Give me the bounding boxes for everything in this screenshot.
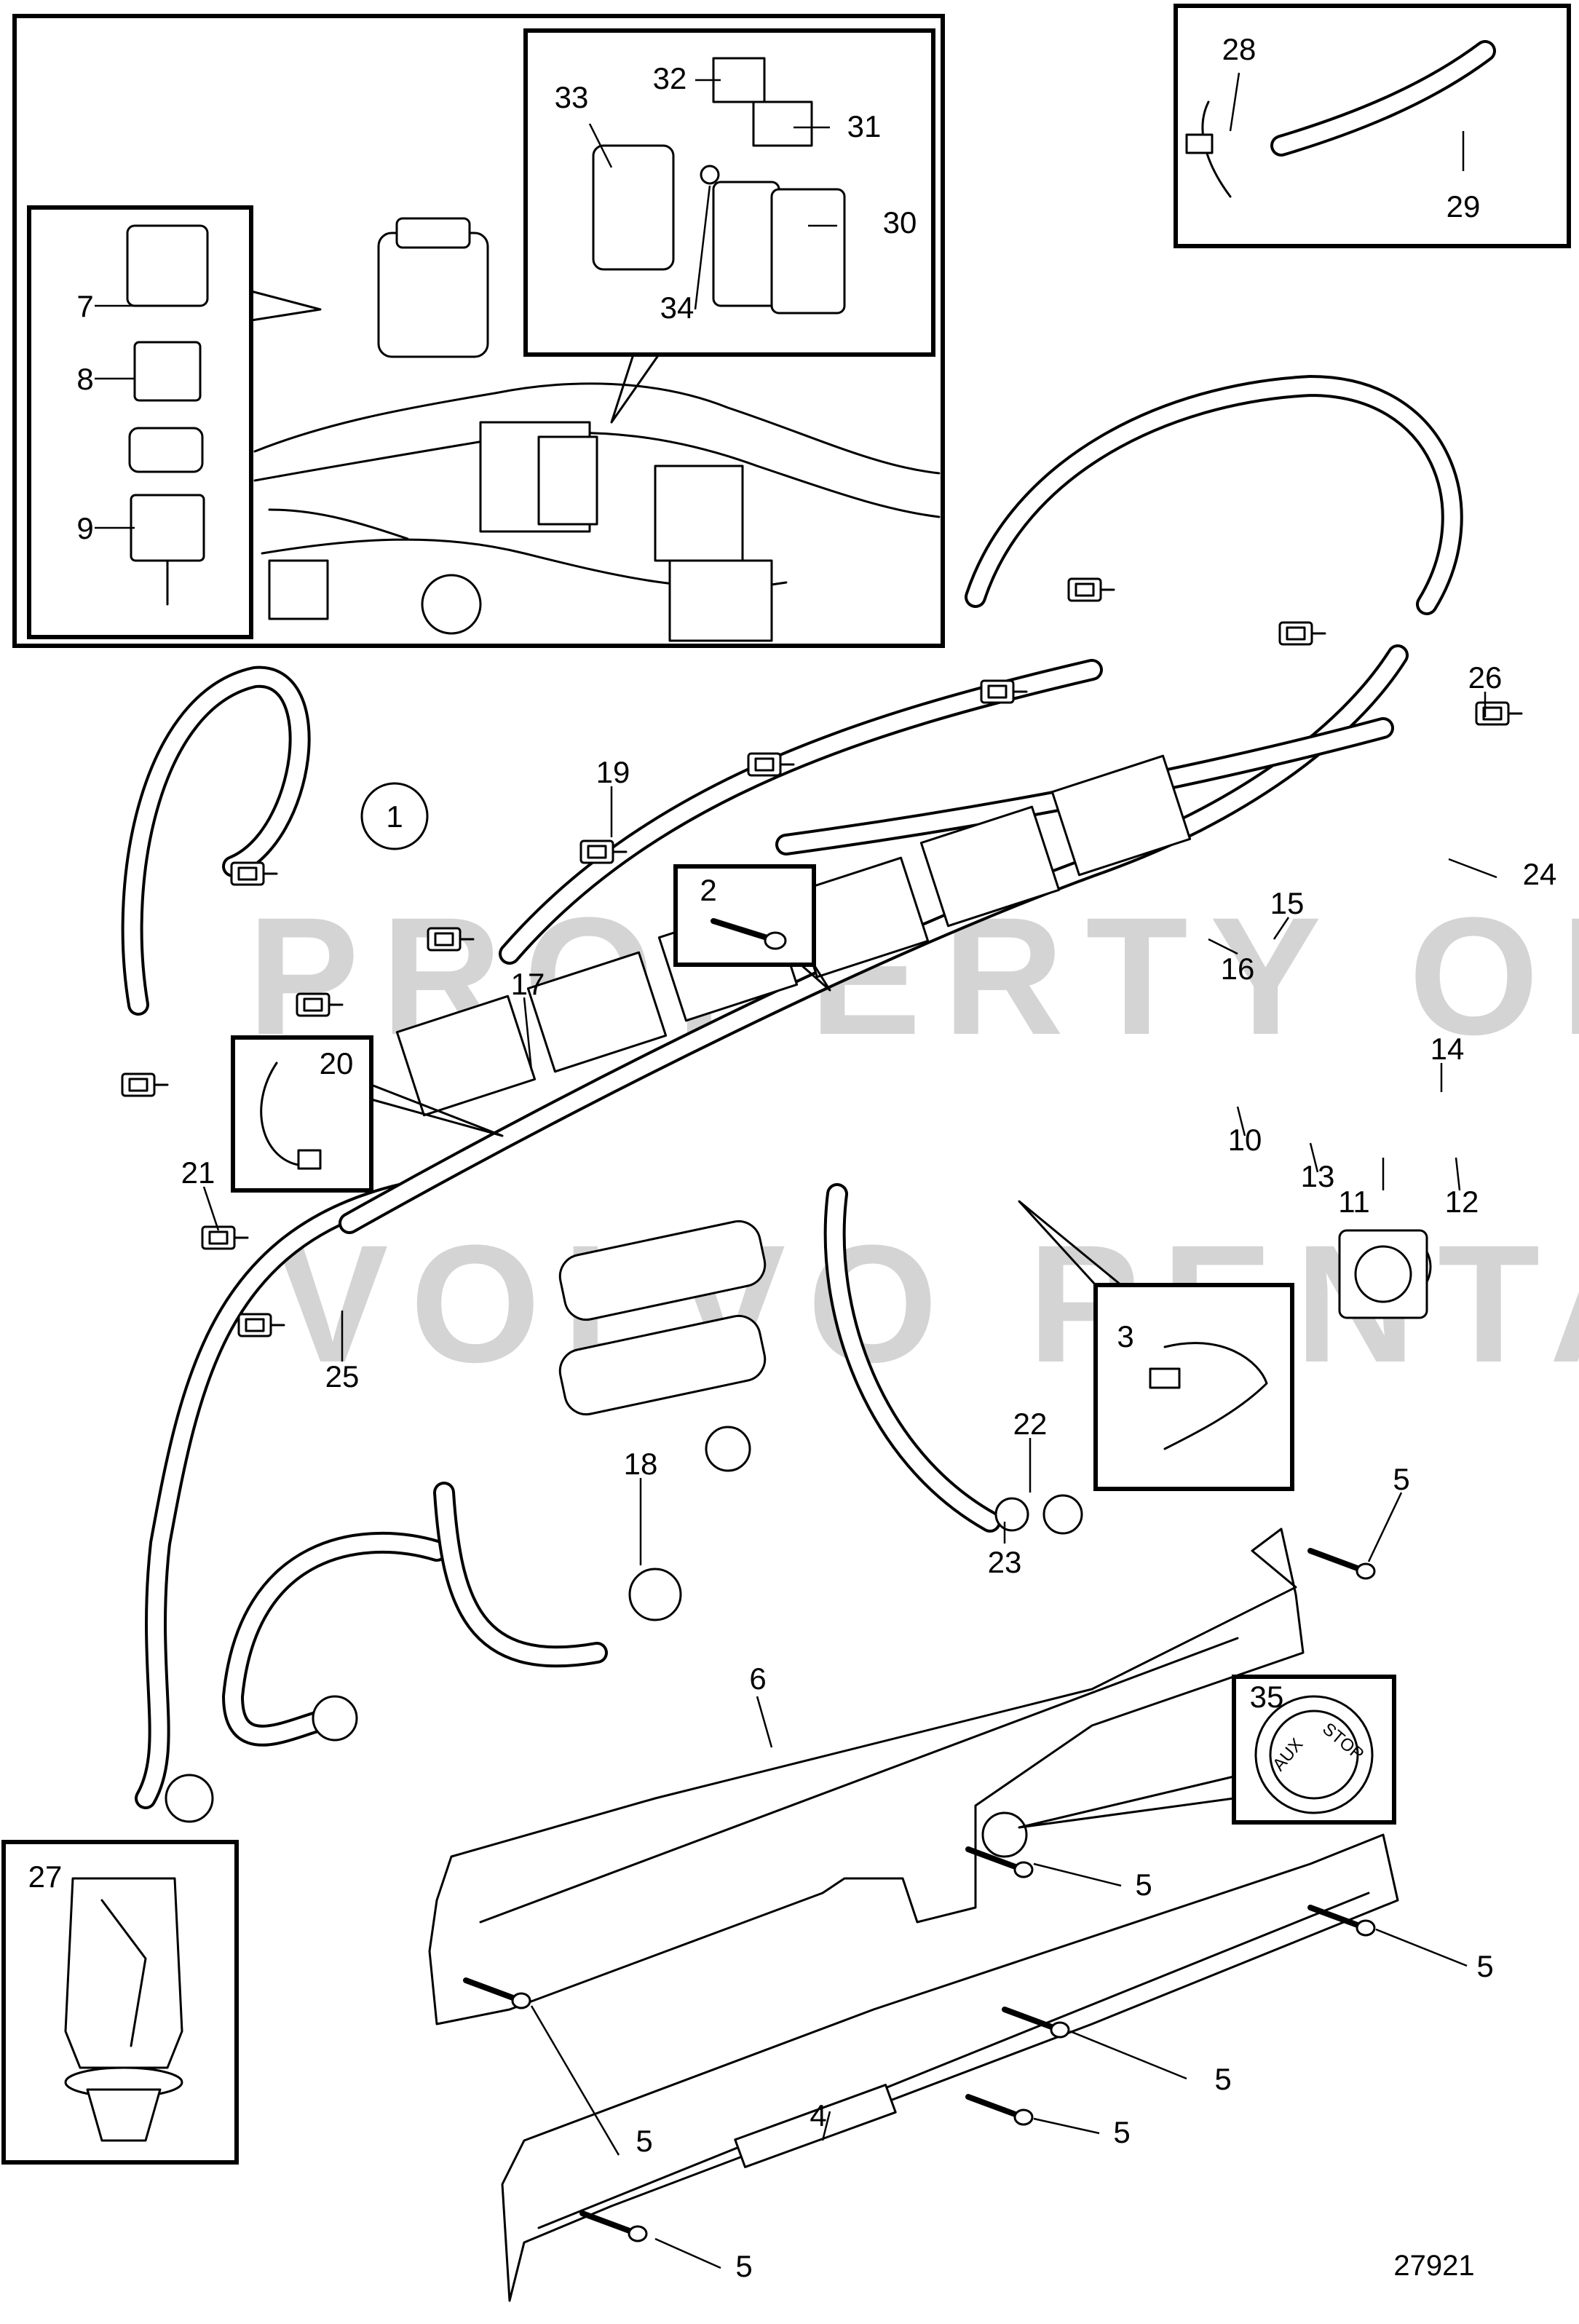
callout-29: 29 — [1447, 189, 1481, 224]
callout-19: 19 — [596, 755, 630, 789]
callout-28: 28 — [1222, 32, 1257, 66]
callout-5b: 5 — [1135, 1868, 1152, 1902]
callout-25: 25 — [325, 1359, 360, 1394]
rail-part-4 — [501, 1833, 1399, 2302]
callout-8: 8 — [76, 362, 93, 396]
callout-10: 10 — [1228, 1123, 1262, 1157]
cable-tie-inset — [1174, 4, 1571, 248]
callout-18: 18 — [624, 1447, 658, 1481]
inset-part-20 — [231, 1035, 504, 1193]
callout-34: 34 — [660, 290, 694, 325]
callout-31: 31 — [847, 109, 882, 143]
callout-33: 33 — [555, 80, 589, 114]
callout-4: 4 — [810, 2098, 826, 2133]
callout-5g: 5 — [735, 2249, 752, 2283]
callout-35: 35 — [1250, 1680, 1284, 1714]
callout-21: 21 — [181, 1155, 215, 1190]
callout-7: 7 — [76, 289, 93, 323]
callout-12: 12 — [1445, 1185, 1479, 1219]
callout-5f: 5 — [1113, 2115, 1130, 2149]
inset-part-35: AUX STOP — [1018, 1675, 1396, 1829]
callout-27: 27 — [28, 1859, 63, 1894]
callout-1: 1 — [386, 799, 403, 834]
callout-5d: 5 — [636, 2124, 652, 2158]
callout-32: 32 — [653, 61, 687, 95]
callout-6: 6 — [749, 1661, 766, 1696]
leader-lines — [95, 72, 1497, 2269]
callout-30: 30 — [883, 205, 917, 240]
drawing-number: 27921 — [1393, 2250, 1474, 2282]
inset-part-2 — [673, 864, 831, 992]
sensor-part-11 — [1338, 1229, 1428, 1319]
callout-3: 3 — [1117, 1319, 1133, 1353]
harness-detail-drawing — [253, 217, 941, 642]
callout-15: 15 — [1270, 886, 1305, 920]
callout-2: 2 — [700, 873, 716, 907]
callout-11: 11 — [1338, 1185, 1370, 1219]
callout-14: 14 — [1430, 1032, 1465, 1066]
callout-24: 24 — [1523, 857, 1557, 891]
callout-16: 16 — [1221, 952, 1255, 986]
callout-9: 9 — [76, 511, 93, 545]
callout-26: 26 — [1468, 660, 1503, 695]
callout-labels: 1 2 3 4 5 5 5 5 5 5 5 6 7 8 9 10 11 12 1… — [28, 32, 1557, 2283]
rail-part-6 — [428, 1527, 1305, 2025]
callout-17: 17 — [511, 967, 545, 1001]
main-harness — [121, 375, 1523, 1823]
relay-subinset — [27, 205, 322, 639]
item-1-circle — [360, 782, 429, 850]
relay-fuse-inset — [12, 14, 945, 648]
callout-20: 20 — [320, 1046, 354, 1080]
callout-23: 23 — [988, 1545, 1022, 1579]
inset-part-27 — [1, 1840, 239, 2165]
inset-part-3 — [1018, 1200, 1294, 1491]
callout-13: 13 — [1301, 1159, 1335, 1193]
watermark: PROPERTY OF VOLVO PENTA — [248, 882, 1579, 1397]
callout-5e: 5 — [1214, 2062, 1231, 2096]
callout-22: 22 — [1013, 1407, 1048, 1441]
callout-5c: 5 — [1476, 1949, 1493, 1983]
callout-5a: 5 — [1393, 1462, 1409, 1496]
fuse-subinset — [523, 28, 935, 424]
